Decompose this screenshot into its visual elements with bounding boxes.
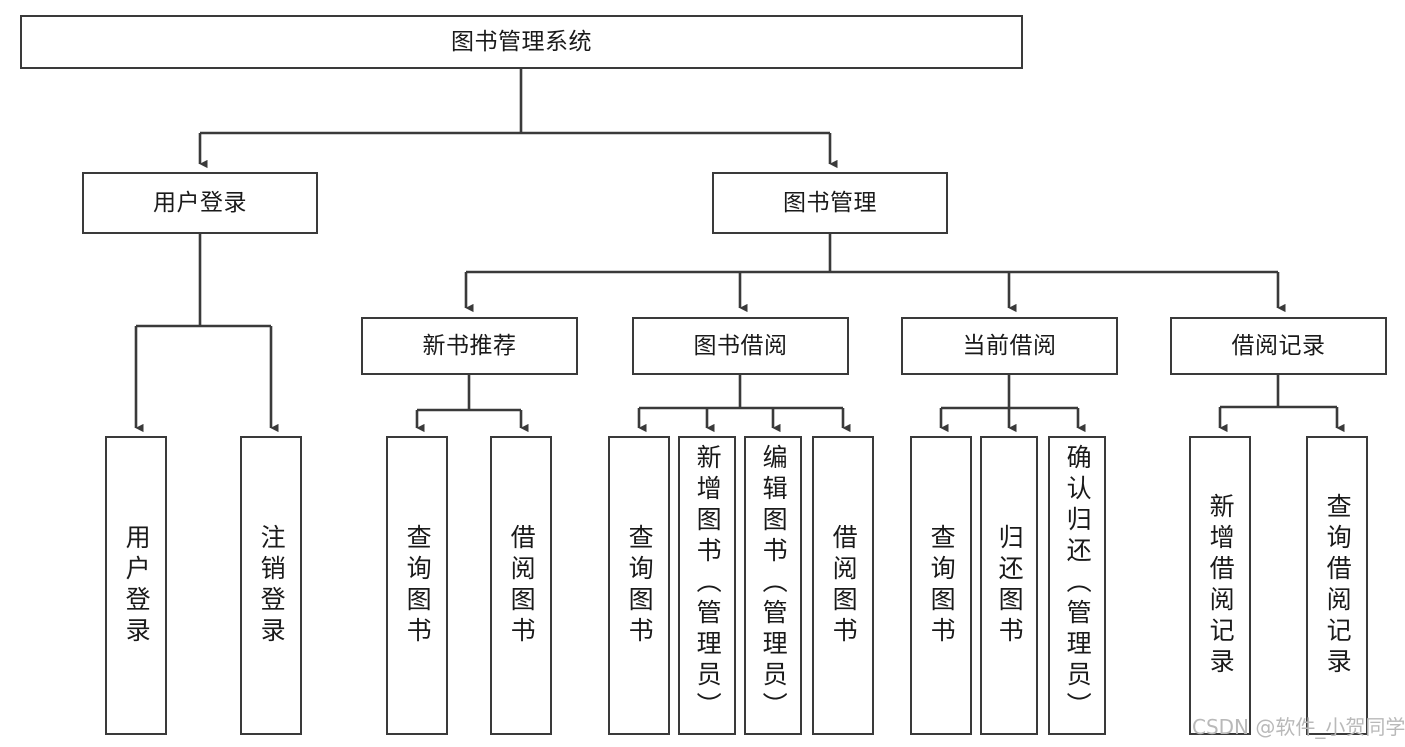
node-leaf-query-book-1[interactable]: 查询图书 [386, 436, 448, 735]
node-label: 新增借阅记录 [1206, 492, 1236, 679]
node-label: 查询图书 [927, 523, 957, 648]
node-leaf-user-login[interactable]: 用户登录 [105, 436, 167, 735]
node-book-borrow[interactable]: 图书借阅 [632, 317, 849, 375]
node-label: 用户登录 [153, 189, 247, 216]
node-label: 借阅记录 [1231, 332, 1326, 359]
node-leaf-edit-book[interactable]: 编辑图书（管理员） [744, 436, 802, 735]
node-leaf-query-record[interactable]: 查询借阅记录 [1306, 436, 1368, 735]
node-user-login[interactable]: 用户登录 [82, 172, 318, 234]
node-leaf-add-record[interactable]: 新增借阅记录 [1189, 436, 1251, 735]
node-borrow-record[interactable]: 借阅记录 [1170, 317, 1387, 375]
node-label: 借阅图书 [829, 523, 859, 648]
node-label: 查询借阅记录 [1323, 492, 1353, 679]
node-label: 查询图书 [403, 523, 433, 648]
node-leaf-user-logout[interactable]: 注销登录 [240, 436, 302, 735]
node-label: 归还图书 [995, 523, 1025, 648]
node-label: 查询图书 [625, 523, 655, 648]
node-leaf-return-book[interactable]: 归还图书 [980, 436, 1038, 735]
node-leaf-query-book-3[interactable]: 查询图书 [910, 436, 972, 735]
node-leaf-borrow-book-2[interactable]: 借阅图书 [812, 436, 874, 735]
node-leaf-borrow-book-1[interactable]: 借阅图书 [490, 436, 552, 735]
node-label: 确认归还（管理员） [1063, 444, 1093, 723]
node-label: 图书管理系统 [451, 28, 592, 55]
node-root-book-management-system[interactable]: 图书管理系统 [20, 15, 1023, 69]
node-label: 新增图书（管理员） [693, 444, 723, 723]
node-book-manage[interactable]: 图书管理 [712, 172, 948, 234]
node-current-borrow[interactable]: 当前借阅 [901, 317, 1118, 375]
node-label: 新书推荐 [422, 332, 517, 359]
node-label: 图书管理 [783, 189, 877, 216]
node-label: 注销登录 [257, 523, 287, 648]
node-label: 借阅图书 [507, 523, 537, 648]
node-label: 用户登录 [122, 523, 152, 648]
node-leaf-add-book[interactable]: 新增图书（管理员） [678, 436, 736, 735]
node-new-book-recommend[interactable]: 新书推荐 [361, 317, 578, 375]
node-label: 当前借阅 [962, 332, 1057, 359]
node-label: 图书借阅 [693, 332, 788, 359]
node-leaf-confirm-return[interactable]: 确认归还（管理员） [1048, 436, 1106, 735]
node-label: 编辑图书（管理员） [759, 444, 789, 723]
node-leaf-query-book-2[interactable]: 查询图书 [608, 436, 670, 735]
